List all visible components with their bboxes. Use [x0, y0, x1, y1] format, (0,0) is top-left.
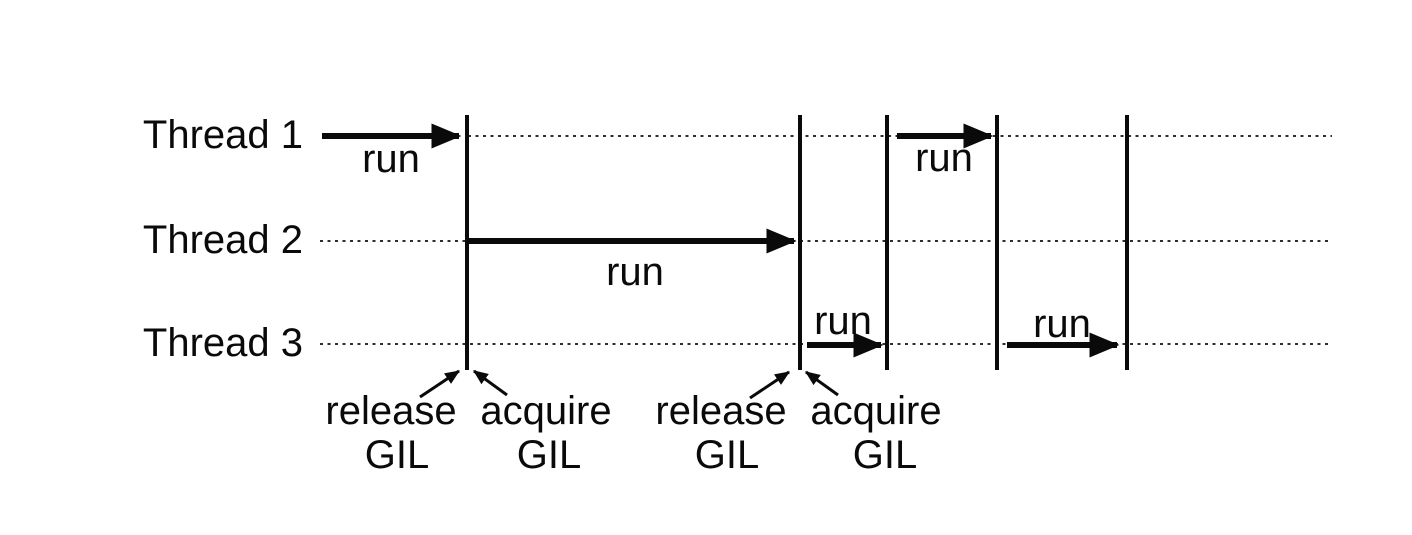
run-label-thread2: run [606, 250, 664, 294]
gil-label-release-1: GIL [365, 433, 429, 477]
acquire-gil-pointer-arrow-1 [473, 369, 508, 397]
release-label-1: release [325, 389, 456, 433]
release-label-2: release [655, 389, 786, 433]
acquire-gil-pointer-arrow-2 [805, 370, 839, 397]
run-label-thread3-first: run [814, 299, 872, 343]
gil-event-release-2: release GIL [655, 389, 786, 477]
run-label-thread1-second: run [915, 136, 973, 180]
acquire-label-1: acquire [480, 389, 611, 433]
release-gil-pointer-arrow-2 [749, 370, 790, 400]
thread-1-label: Thread 1 [143, 113, 303, 157]
gil-event-acquire-1: acquire GIL [480, 389, 611, 477]
gil-label-release-2: GIL [695, 433, 759, 477]
run-label-thread3-second: run [1033, 302, 1091, 346]
gil-label-acquire-2: GIL [853, 433, 917, 477]
gil-event-release-1: release GIL [325, 389, 456, 477]
run-label-thread1-first: run [362, 137, 420, 181]
release-gil-pointer-arrow-1 [419, 369, 460, 399]
gil-label-acquire-1: GIL [517, 433, 581, 477]
thread-3-label: Thread 3 [143, 321, 303, 365]
acquire-label-2: acquire [810, 389, 941, 433]
thread-2-label: Thread 2 [143, 218, 303, 262]
gil-event-acquire-2: acquire GIL [810, 389, 941, 477]
